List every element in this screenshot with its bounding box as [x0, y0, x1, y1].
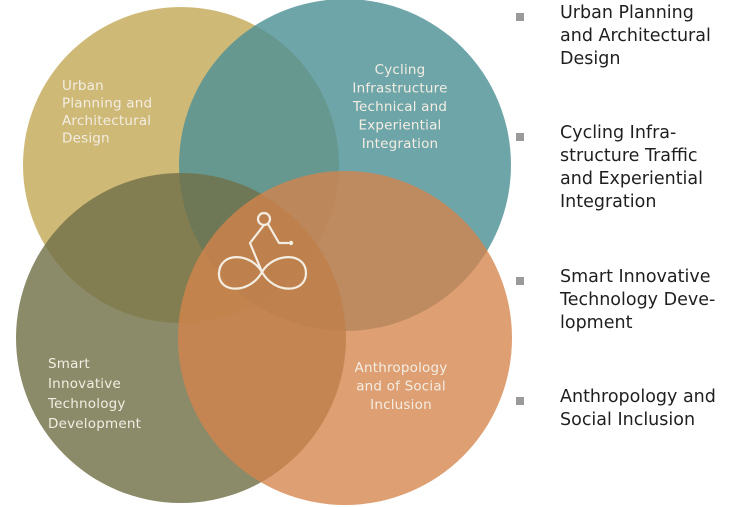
circle-label-line: Experiential: [358, 118, 441, 134]
legend: Urban Planning and Architectural Design …: [516, 0, 741, 507]
legend-marker: [516, 13, 524, 21]
circle-label-line: Integration: [362, 136, 439, 152]
circle-label-line: and of Social: [356, 379, 446, 395]
circle-label-line: Design: [62, 131, 110, 147]
legend-label-cycling: Cycling Infra- structure Traffic and Exp…: [560, 123, 703, 212]
circle-label-line: Innovative: [48, 376, 121, 392]
circle-label-line: Urban: [62, 78, 104, 94]
legend-marker: [516, 277, 524, 285]
circle-label-line: Planning and: [62, 96, 152, 112]
circle-label-line: Anthropology: [355, 360, 448, 376]
circle-label-line: Cycling: [375, 62, 426, 78]
circle-label-line: Infrastructure: [352, 81, 447, 97]
legend-label-urban: Urban Planning and Architectural Design: [560, 3, 711, 69]
circle-label-line: Development: [48, 416, 141, 432]
circle-label-line: Inclusion: [370, 397, 432, 413]
circle-label-line: Technology: [47, 396, 126, 412]
legend-label-smart: Smart Innovative Technology Deve- lopmen…: [560, 267, 716, 333]
legend-label-anthropology: Anthropology and Social Inclusion: [560, 387, 716, 430]
bicycle-infinity-icon: [217, 211, 308, 290]
legend-marker: [516, 133, 524, 141]
legend-marker: [516, 397, 524, 405]
circle-label-line: Architectural: [62, 113, 151, 129]
circle-anthropology: [178, 171, 512, 505]
circle-label-line: Technical and: [352, 99, 447, 115]
circle-label-line: Smart: [48, 356, 90, 372]
